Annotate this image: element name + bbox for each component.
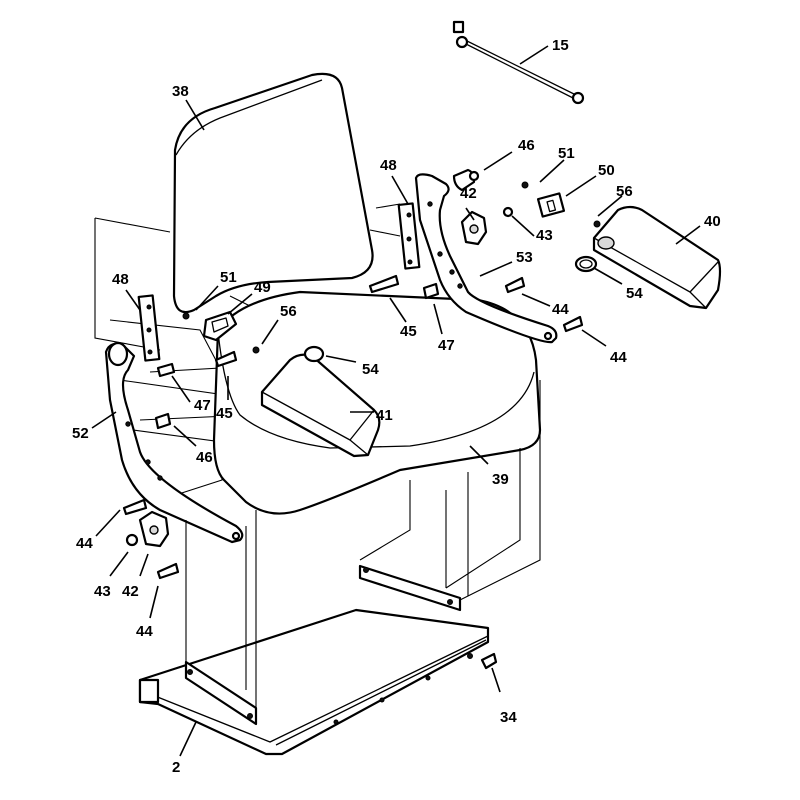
callout-47-right: 47 — [438, 337, 455, 354]
callout-44-right-lower: 44 — [610, 349, 627, 366]
callout-40: 40 — [704, 213, 721, 230]
right-armrest — [592, 205, 722, 310]
callout-52: 52 — [72, 425, 89, 442]
right-bracket-plate — [369, 202, 421, 270]
right-adjust-knob — [452, 168, 488, 246]
callout-45-right: 45 — [400, 323, 417, 340]
callout-45-left: 45 — [216, 405, 233, 422]
callout-48-right: 48 — [380, 157, 397, 174]
left-hardware — [122, 310, 325, 580]
base-frame — [138, 380, 541, 756]
callout-labels: 15 38 48 46 51 50 56 40 42 43 53 44 44 5… — [72, 37, 721, 776]
callout-54-right: 54 — [626, 285, 643, 302]
callout-41: 41 — [376, 407, 393, 424]
callout-48-left: 48 — [112, 271, 129, 288]
callout-56-right: 56 — [616, 183, 633, 200]
callout-54-left: 54 — [362, 361, 379, 378]
callout-2: 2 — [172, 759, 180, 776]
callout-49: 49 — [254, 279, 271, 296]
callout-34: 34 — [500, 709, 517, 726]
callout-15: 15 — [552, 37, 569, 54]
callout-39: 39 — [492, 471, 509, 488]
callout-50: 50 — [598, 162, 615, 179]
callout-38: 38 — [172, 83, 189, 100]
callout-42-right: 42 — [460, 185, 477, 202]
left-bracket-plate — [137, 294, 161, 362]
callout-44-right-upper: 44 — [552, 301, 569, 318]
left-armrest-pad — [260, 353, 381, 458]
ground-cable — [452, 20, 585, 105]
callout-56-left: 56 — [280, 303, 297, 320]
callout-53: 53 — [516, 249, 533, 266]
left-seat-bracket — [104, 341, 244, 544]
callout-46-left: 46 — [196, 449, 213, 466]
seat-back — [172, 72, 374, 314]
callout-51-right: 51 — [558, 145, 575, 162]
right-hardware — [368, 181, 601, 333]
right-seat-bracket — [414, 173, 558, 344]
callout-44-left-upper: 44 — [76, 535, 93, 552]
callout-43-right: 43 — [536, 227, 553, 244]
callout-42-left: 42 — [122, 583, 139, 600]
callout-44-left-lower: 44 — [136, 623, 153, 640]
leader-lines — [91, 45, 701, 757]
callout-46-right: 46 — [518, 137, 535, 154]
callout-51-left: 51 — [220, 269, 237, 286]
callout-47-left: 47 — [194, 397, 211, 414]
callout-43-left: 43 — [94, 583, 111, 600]
